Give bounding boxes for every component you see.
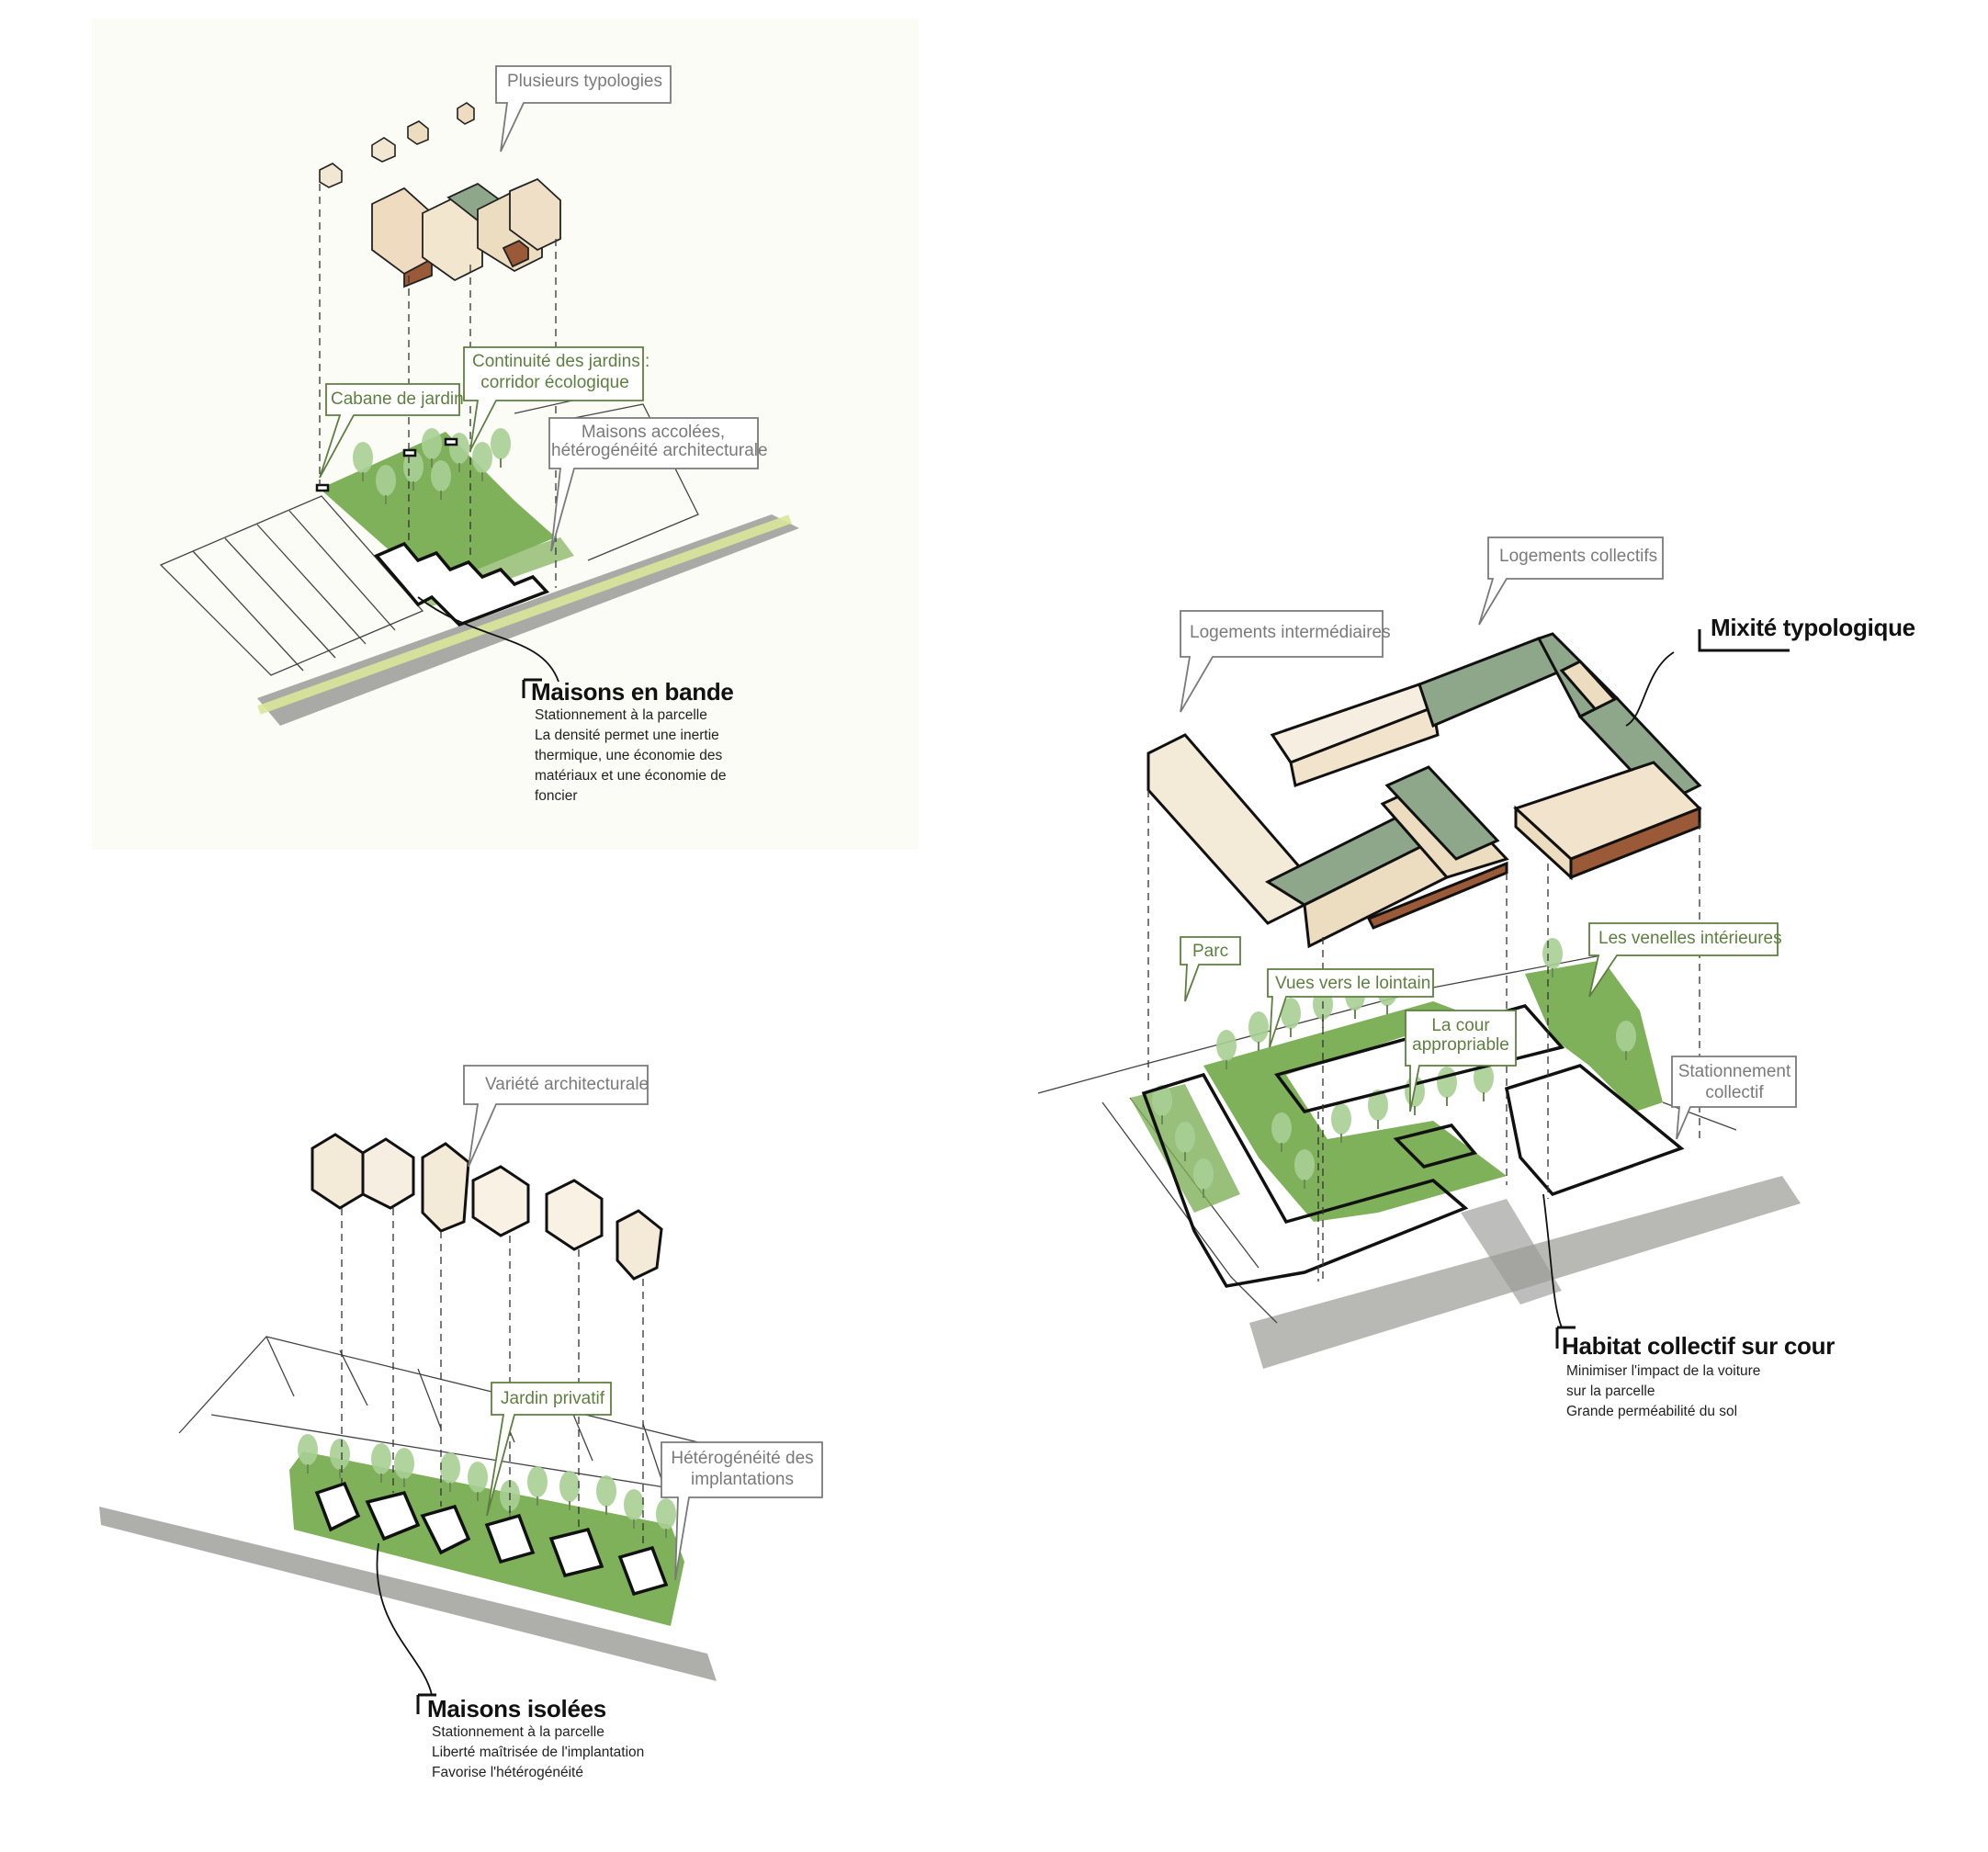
callout-stationnement-line1: Stationnement: [1677, 1062, 1791, 1081]
row-houses-volume: [371, 177, 561, 288]
callout-jardin-privatif: Jardin privatif: [501, 1389, 604, 1408]
illustration-maisons-isolees: [99, 1065, 823, 1714]
callout-boxes: [319, 65, 759, 552]
projection-lines: [1147, 790, 1700, 1282]
title-habitat-collectif-sur-cour: Habitat collectif sur cour: [1562, 1332, 1836, 1360]
desc-isolees-line2: Liberté maîtrisée de l'implantation: [432, 1745, 645, 1760]
callout-heterogeneite-line2: implantations: [691, 1470, 794, 1489]
callout-variete-architecturale: Variété architecturale: [485, 1075, 649, 1094]
desc-collectif-line1: Minimiser l'impact de la voiture: [1566, 1363, 1761, 1379]
callout-maisons-accolees-line2: hétérogénéité architecturale: [551, 441, 768, 460]
desc-bande-line2: La densité permet une inertie: [535, 728, 719, 743]
callout-continuite-jardins-line2: corridor écologique: [480, 373, 629, 392]
callout-stationnement-line2: collectif: [1705, 1083, 1764, 1102]
callout-boxes: [463, 1065, 823, 1581]
garden-sheds: [315, 437, 458, 492]
callout-la-cour-line2: appropriable: [1412, 1035, 1509, 1055]
title-maisons-en-bande: Maisons en bande: [531, 678, 734, 706]
house-footprints: [314, 1481, 669, 1597]
road: [99, 1507, 717, 1681]
illustration-habitat-collectif: [1037, 536, 1801, 1369]
desc-isolees-line1: Stationnement à la parcelle: [432, 1724, 604, 1740]
parcel-lines: [159, 394, 699, 676]
callout-maisons-accolees-line1: Maisons accolées,: [581, 423, 726, 442]
callout-logements-intermediaires: Logements intermédiaires: [1190, 623, 1391, 642]
garden-band: [289, 1451, 684, 1626]
illustration-maisons-en-bande: [159, 65, 799, 726]
collective-building-volumes: [1146, 632, 1702, 949]
title-maisons-isolees: Maisons isolées: [427, 1695, 606, 1722]
callout-la-cour-line1: La cour: [1431, 1016, 1490, 1035]
callout-logements-collectifs: Logements collectifs: [1499, 547, 1658, 566]
callout-continuite-jardins-line1: Continuité des jardins :: [472, 352, 650, 371]
callout-vues-vers-le-lointain: Vues vers le lointain: [1275, 974, 1431, 993]
heading-mixite-typologique: Mixité typologique: [1711, 614, 1915, 641]
callout-venelles-interieures: Les venelles intérieures: [1598, 929, 1782, 948]
projection-lines: [341, 1208, 644, 1548]
callout-boxes: [1180, 536, 1797, 1140]
row-houses-footprint: [374, 541, 550, 627]
desc-isolees-line3: Favorise l'hétérogénéité: [432, 1765, 583, 1780]
callout-cabane-de-jardin: Cabane de jardin: [331, 390, 464, 409]
desc-collectif-line2: sur la parcelle: [1566, 1383, 1655, 1399]
desc-collectif-line3: Grande perméabilité du sol: [1566, 1404, 1738, 1419]
callout-parc: Parc: [1192, 942, 1229, 961]
desc-bande-line4: matériaux et une économie de: [535, 768, 727, 784]
callout-plusieurs-typologies: Plusieurs typologies: [507, 72, 662, 91]
desc-bande-line3: thermique, une économie des: [535, 748, 723, 763]
desc-bande-line5: foncier: [535, 788, 578, 804]
callout-heterogeneite-line1: Hétérogénéité des: [671, 1449, 814, 1468]
isolated-house-volumes: [311, 1133, 663, 1281]
courtyard-green: [1203, 1001, 1507, 1222]
small-typology-houses: [319, 102, 475, 188]
desc-bande-line1: Stationnement à la parcelle: [535, 707, 707, 723]
